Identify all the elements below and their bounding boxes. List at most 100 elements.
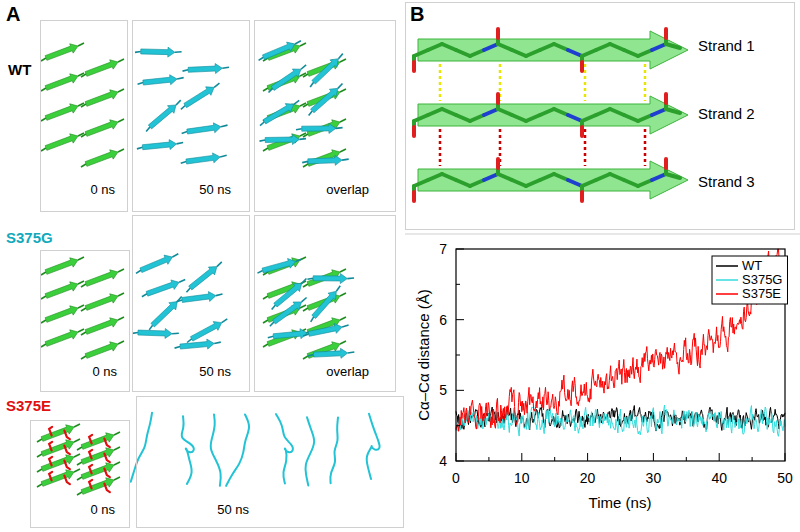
time-label: 0 ns <box>90 182 115 197</box>
coil <box>37 469 42 472</box>
beta-strand <box>81 448 114 465</box>
side-chain <box>89 480 92 489</box>
coil <box>114 462 120 465</box>
coil <box>338 54 342 59</box>
legend-holder: WT <box>742 259 762 273</box>
backbone-bond <box>498 174 512 180</box>
coil <box>78 281 84 284</box>
backbone-bond <box>484 44 498 50</box>
carbonyl-bond <box>580 192 584 201</box>
coil <box>260 122 264 126</box>
backbone-bond <box>638 180 652 186</box>
axis-tick <box>554 457 555 461</box>
beta-strand <box>186 153 220 164</box>
coil <box>135 51 141 54</box>
backbone-bond <box>610 109 624 115</box>
coil <box>302 278 307 283</box>
coil <box>259 57 264 60</box>
backbone-bond <box>638 50 652 56</box>
label-holder: 50 <box>777 470 793 487</box>
coil <box>74 454 80 457</box>
strand-label: Strand 2 <box>698 105 755 123</box>
coil <box>182 132 188 134</box>
coil <box>340 269 346 272</box>
beta-strand <box>272 302 301 324</box>
time-label: 0 ns <box>92 364 117 379</box>
backbone-bond <box>624 115 638 121</box>
coil <box>311 317 314 322</box>
coil <box>303 134 308 137</box>
legend-box <box>712 256 787 304</box>
axis-title: Time (ns) <box>589 494 652 512</box>
beta-strand <box>41 455 74 472</box>
axis-tick <box>456 390 464 391</box>
backbone-bond <box>428 174 442 180</box>
hydrogen-bond <box>584 129 587 166</box>
coil <box>214 342 221 343</box>
backbone-bond <box>638 115 652 121</box>
carbonyl-bond <box>496 29 500 38</box>
strand-set <box>132 254 227 349</box>
coil <box>78 329 84 332</box>
backbone-bond <box>414 50 428 56</box>
backbone-bond <box>428 44 442 50</box>
label-holder: 0 <box>452 470 460 487</box>
beta-strand <box>85 270 118 287</box>
beta-strand <box>308 324 342 337</box>
coil <box>348 352 355 353</box>
backbone-bond <box>568 115 582 121</box>
coil <box>81 332 86 335</box>
axis-tick <box>785 453 786 461</box>
axis-tick <box>521 453 522 461</box>
coil <box>176 100 181 105</box>
backbone-bond <box>526 180 540 186</box>
backbone-bond <box>456 115 470 121</box>
beta-strand <box>41 470 74 487</box>
coil <box>41 320 46 323</box>
coil <box>186 288 190 292</box>
coil <box>336 286 340 291</box>
beta-strand <box>263 104 294 124</box>
carbonyl-bond <box>496 94 500 103</box>
axis-tick <box>620 457 621 461</box>
label-holder: 30 <box>646 470 662 487</box>
backbone-bond <box>673 176 680 178</box>
backbone-bond <box>610 174 624 180</box>
beta-strand <box>312 59 339 84</box>
backbone-bond <box>470 115 484 121</box>
carbonyl-bond <box>412 127 416 136</box>
beta-strand <box>45 134 78 151</box>
beta-strand <box>81 478 114 495</box>
strand-model <box>414 94 688 136</box>
beta-strand <box>180 339 214 349</box>
coil <box>340 119 346 122</box>
beta-strand <box>45 44 78 61</box>
beta-strand <box>41 425 74 442</box>
coil <box>118 89 124 92</box>
side-chain <box>49 472 52 481</box>
carbonyl-bond <box>664 159 668 168</box>
time-label: overlap <box>326 364 369 379</box>
coil <box>268 336 274 338</box>
coil <box>118 149 124 152</box>
backbone-bond <box>596 44 610 50</box>
strand-set <box>259 41 349 166</box>
axis-tick <box>456 249 464 250</box>
axis-tick <box>587 453 588 461</box>
row-label: S375G <box>6 229 53 247</box>
beta-strand <box>273 329 307 339</box>
structure-panel: Strand 1Strand 2Strand 3 <box>405 2 795 230</box>
beta-strand <box>151 302 177 327</box>
backbone-bond <box>540 44 554 50</box>
beta-strand <box>85 294 118 311</box>
coil <box>263 320 268 323</box>
strand-set <box>135 47 229 164</box>
coil <box>183 70 189 71</box>
beta-strand <box>190 322 221 341</box>
coil <box>263 344 268 347</box>
coil <box>340 341 346 344</box>
coil <box>179 279 185 282</box>
label-holder: 4 <box>439 453 447 470</box>
backbone-bond <box>554 109 568 115</box>
